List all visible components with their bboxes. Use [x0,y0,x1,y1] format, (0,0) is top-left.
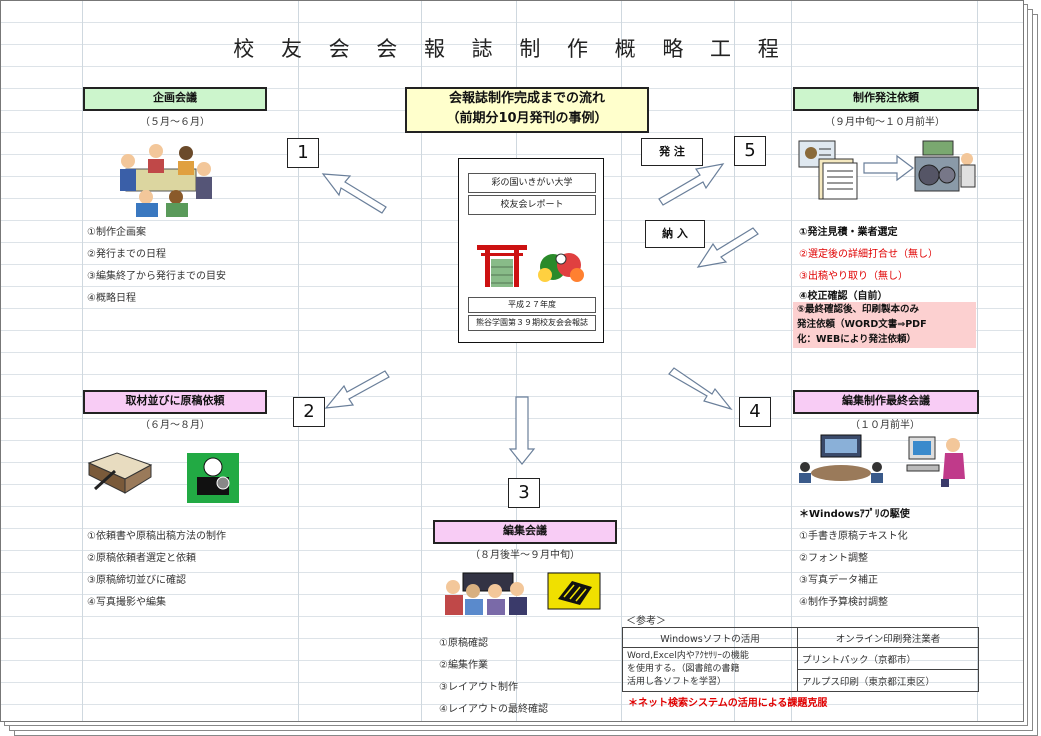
cover-date: 平成２７年度 [468,297,596,313]
flow-title-box: 会報誌制作完成までの流れ （前期分10月発刊の事例） [405,87,649,133]
arrow-to-order [658,163,725,206]
interview-item-1: ①依頼書や原稿出稿方法の制作 [87,531,226,542]
final-item-1: ①手書き原稿テキスト化 [799,531,908,542]
ref-header-printers: オンライン印刷発注業者 [797,627,979,648]
final-item-2: ②フォント調整 [799,553,868,564]
flow-title-line2: （前期分10月発刊の事例） [446,111,608,126]
computer-user-illustration [906,436,965,487]
final-meeting-title: 編集制作最終会議 [793,390,979,414]
planning-item-2: ②発行までの日程 [87,249,166,260]
final-item-3: ③写真データ補正 [799,575,878,586]
printing-machine-illustration [914,140,976,192]
interview-period: （６月～８月） [140,420,210,431]
flow-title-line1: 会報誌制作完成までの流れ [448,91,605,106]
document-page: 校 友 会 会 報 誌 制 作 概 略 工 程 会報誌制作完成までの流れ （前期… [0,0,1024,722]
arrow-to-final [668,367,733,411]
ref-windows-body-line1: Word,Excel内やｱｸｾｻﾘｰの機能 [627,651,749,661]
order-item-2: ②選定後の詳細打合せ（無し） [799,249,938,260]
arrow-to-editing [508,396,536,465]
final-item-4: ④制作予算検討調整 [799,597,888,608]
editing-item-3: ③レイアウト制作 [439,682,518,693]
notebook-illustration [87,452,153,494]
final-heading: ＊Windowsｱﾌﾟﾘの駆使 [799,509,910,520]
ref-windows-body-line2: を使用する。（図書館の書籍 [627,664,740,674]
arrow-to-planning [321,173,387,214]
photographer-illustration [187,453,239,503]
cover-university: 彩の国いきがい大学 [468,173,596,193]
order-item-5-line3: 化：WEBにより発注依頼） [797,334,917,345]
ref-printer-1: プリントパック（京都市） [797,647,979,670]
cover-organization: 熊谷学園第３９期校友会会報誌 [468,315,596,331]
meeting-people-illustration [120,144,212,217]
step-number-3: 3 [508,478,540,508]
ref-windows-body-line3: 活用し各ソフトを学習） [627,677,727,687]
planning-period: （５月～６月） [140,117,210,128]
order-period: （９月中旬～１０月前半） [825,117,945,128]
order-item-1: ①発注見積・業者選定 [799,227,898,238]
planning-meeting-title: 企画会議 [83,87,267,111]
ref-printer-2: アルプス印刷（東京都江東区） [797,669,979,692]
step-number-4: 4 [739,397,771,427]
conference-illustration [799,434,883,483]
planning-item-4: ④概略日程 [87,293,136,304]
planning-item-3: ③編集終了から発行までの目安 [87,271,226,282]
reference-label: ＜参考＞ [626,616,666,627]
step-number-1: 1 [287,138,319,168]
editing-meeting-illustration [445,572,527,615]
step-number-2: 2 [293,397,325,427]
arrow-order-to-printer [863,154,914,182]
page-title: 校 友 会 会 報 誌 制 作 概 略 工 程 [233,37,789,61]
interview-title: 取材並びに原稿依頼 [83,390,267,414]
order-item-4: ④校正確認（自前） [799,291,888,302]
editing-item-1: ①原稿確認 [439,638,488,649]
interview-item-3: ③原稿締切並びに確認 [87,575,186,586]
arrow-to-interview [324,370,390,409]
planning-item-1: ①制作企画案 [87,227,146,238]
order-item-5-note: ⑤最終確認後、印刷製本のみ 発注依頼（WORD文書⇒PDF 化：WEBにより発注… [793,302,976,348]
ref-header-windows: Windowsソフトの活用 [622,627,798,648]
documents-id-illustration [798,140,858,200]
shrine-gate-illustration [477,245,584,287]
editing-period: （８月後半～９月中旬） [470,550,580,561]
report-cover: 彩の国いきがい大学 校友会レポート 平成２７年度 熊谷学園第３９期校友会会報誌 [458,158,604,343]
interview-item-4: ④写真撮影や編集 [87,597,166,608]
ref-windows-body: Word,Excel内やｱｸｾｻﾘｰの機能 を使用する。（図書館の書籍 活用し各… [622,647,798,692]
documents-illustration [547,572,601,610]
order-request-title: 制作発注依頼 [793,87,979,111]
interview-item-2: ②原稿依頼者選定と依頼 [87,553,196,564]
editing-item-2: ②編集作業 [439,660,488,671]
cover-report-title: 校友会レポート [468,195,596,215]
order-item-5-line1: ⑤最終確認後、印刷製本のみ [797,304,920,315]
delivery-label: 納 入 [645,220,705,248]
step-number-5: 5 [734,136,766,166]
final-period: （１０月前半） [850,420,920,431]
order-item-5-line2: 発注依頼（WORD文書⇒PDF [797,319,927,330]
order-item-3: ③出稿やり取り（無し） [799,271,908,282]
editing-item-4: ④レイアウトの最終確認 [439,704,548,715]
warning-note: ＊ネット検索システムの活用による課題克服 [628,698,828,709]
editing-meeting-title: 編集会議 [433,520,617,544]
reference-table: Windowsソフトの活用 オンライン印刷発注業者 Word,Excel内やｱｸ… [622,627,979,692]
order-label: 発 注 [641,138,703,166]
arrow-delivery [696,227,759,268]
